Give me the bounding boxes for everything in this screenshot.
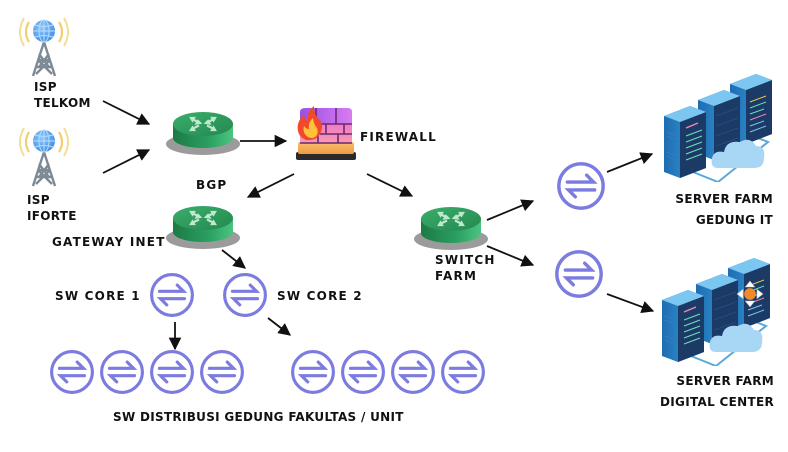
switch-icon[interactable] [557, 162, 605, 210]
sw-core-2-label: SW CORE 2 [277, 289, 363, 303]
firewall-label: FIREWALL [360, 130, 437, 144]
connections [102, 100, 655, 351]
arrow-gateway-to-swcore2 [221, 249, 246, 269]
router-icon[interactable] [165, 110, 241, 157]
distribution-switch-group-a [50, 350, 244, 394]
distribution-switch-icon[interactable] [200, 350, 244, 394]
arrow-swcore2-to-distribution [267, 317, 291, 336]
sw-core-1-label: SW CORE 1 [55, 289, 141, 303]
switch-farm-label-line1: SWITCH [435, 253, 496, 267]
distribution-switch-icon[interactable] [150, 350, 194, 394]
isp-iforte-label: ISP IFORTE [27, 192, 77, 224]
server-farm-icon[interactable] [663, 73, 773, 182]
arrow-switchfarm-to-swfarm1 [486, 199, 535, 221]
distribution-switch-icon[interactable] [50, 350, 94, 394]
firewall-icon[interactable] [295, 105, 357, 161]
switch-icon[interactable] [555, 250, 603, 298]
arrow-swfarm1-to-server-it [606, 152, 654, 173]
arrow-telkom-to-bgp [102, 100, 151, 125]
switch-icon[interactable] [150, 273, 194, 317]
arrow-switchfarm-to-swfarm2 [486, 245, 535, 267]
switch-farm-label-line2: FARM [435, 269, 478, 283]
router-icon[interactable] [413, 205, 489, 252]
isp-iforte-label-line2: IFORTE [27, 209, 77, 223]
arrow-iforte-to-bgp [102, 149, 151, 174]
server-farm-it-label-line1: SERVER FARM [675, 192, 773, 206]
arrow-firewall-to-gateway [246, 173, 295, 198]
antenna-tower-icon[interactable] [19, 16, 69, 78]
distribution-switch-icon[interactable] [391, 350, 435, 394]
server-farm-icon[interactable] [661, 257, 771, 366]
server-farm-dc-label-line2: DIGITAL CENTER [660, 395, 774, 409]
server-farm-dc-label-line1: SERVER FARM [676, 374, 774, 388]
router-icon[interactable] [165, 204, 241, 251]
switch-farm-label: SWITCH FARM [435, 252, 496, 284]
server-farm-it-label-line2: GEDUNG IT [695, 213, 773, 227]
distribution-switch-group-b [291, 350, 485, 394]
server-farm-dc-label: SERVER FARM DIGITAL CENTER [660, 371, 774, 413]
isp-iforte-label-line1: ISP [27, 193, 50, 207]
bgp-label: BGP [196, 178, 228, 192]
antenna-tower-icon[interactable] [19, 126, 69, 188]
arrow-firewall-to-switch-farm [366, 173, 414, 197]
isp-telkom-label-line2: TELKOM [34, 96, 91, 110]
distribution-switch-icon[interactable] [441, 350, 485, 394]
distribution-switch-icon[interactable] [100, 350, 144, 394]
arrow-swfarm2-to-server-dc [606, 293, 655, 313]
distribution-label: SW DISTRIBUSI GEDUNG FAKULTAS / UNIT [113, 410, 404, 424]
distribution-switch-icon[interactable] [341, 350, 385, 394]
switch-icon[interactable] [223, 273, 267, 317]
server-farm-it-label: SERVER FARM GEDUNG IT [675, 189, 773, 231]
distribution-switch-icon[interactable] [291, 350, 335, 394]
isp-telkom-label-line1: ISP [34, 80, 57, 94]
isp-telkom-label: ISP TELKOM [34, 79, 91, 111]
gateway-inet-label: GATEWAY INET [52, 235, 166, 249]
